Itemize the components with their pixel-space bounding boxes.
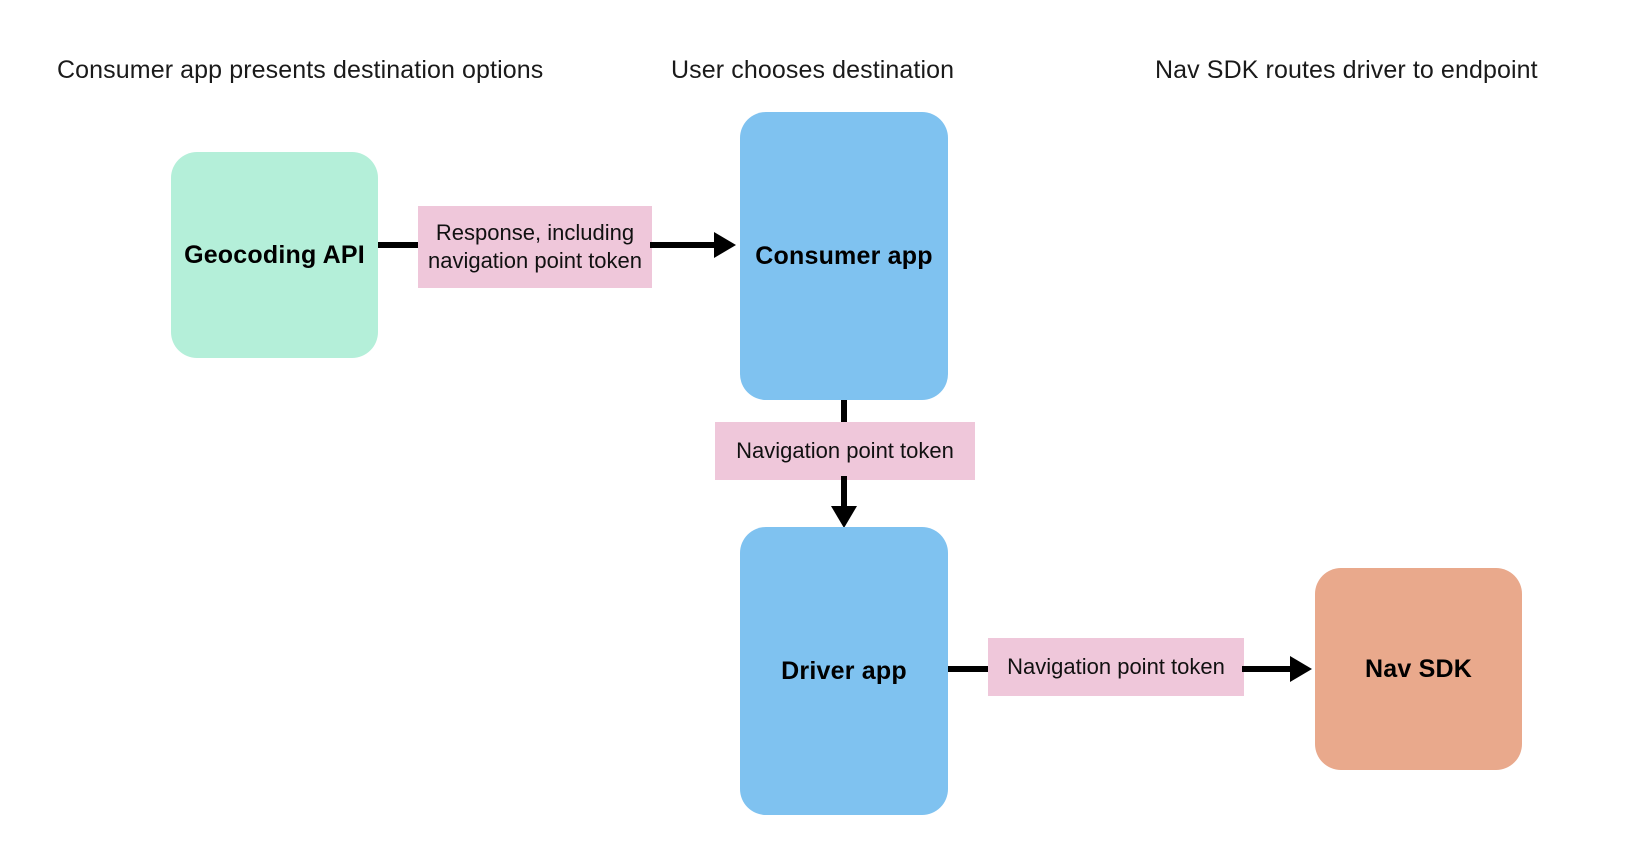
connector-label-to-navsdk — [1242, 666, 1294, 672]
node-geocoding-api[interactable]: Geocoding API — [171, 152, 378, 358]
node-consumer-app-label: Consumer app — [755, 241, 933, 270]
arrowhead-down-icon-to-driver-app — [831, 506, 857, 528]
arrowhead-right-icon-to-nav-sdk — [1290, 656, 1312, 682]
column-header-nav-sdk-routes-driver-to-endpoint: Nav SDK routes driver to endpoint — [1155, 56, 1538, 84]
column-header-user-chooses-destination: User chooses destination — [671, 56, 955, 84]
edge-label-navigation-point-token-bottom: Navigation point token — [988, 638, 1244, 696]
node-driver-app[interactable]: Driver app — [740, 527, 948, 815]
connector-geocoding-to-label — [378, 242, 420, 248]
node-driver-app-label: Driver app — [781, 656, 907, 685]
column-header-consumer-app-presents-destination-options: Consumer app presents destination option… — [57, 56, 544, 84]
node-nav-sdk-label: Nav SDK — [1365, 654, 1472, 683]
edge-label-navigation-point-token-middle-text: Navigation point token — [736, 438, 954, 463]
node-nav-sdk[interactable]: Nav SDK — [1315, 568, 1522, 770]
connector-consumer-to-label — [841, 400, 847, 428]
arrowhead-right-icon-to-consumer-app — [714, 232, 736, 258]
edge-label-response-including-navigation-point-token: Response, including navigation point tok… — [418, 206, 652, 288]
edge-label-navigation-point-token-middle: Navigation point token — [715, 422, 975, 480]
edge-label-response-text: Response, including navigation point tok… — [427, 220, 643, 273]
connector-driver-to-label — [948, 666, 990, 672]
node-geocoding-api-label: Geocoding API — [184, 240, 365, 269]
edge-label-navigation-point-token-bottom-text: Navigation point token — [1007, 654, 1225, 679]
node-consumer-app[interactable]: Consumer app — [740, 112, 948, 400]
connector-label-to-consumer — [650, 242, 718, 248]
connector-label-to-driver — [841, 476, 847, 510]
